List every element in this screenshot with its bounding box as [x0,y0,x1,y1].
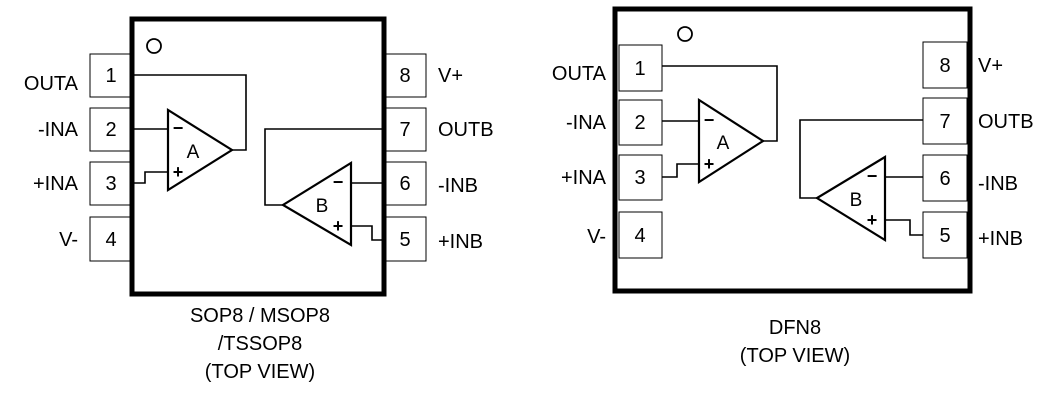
package-caption-line: DFN8 [769,317,821,339]
pin1-indicator-dot [146,38,162,54]
pin-box-5 [922,211,968,259]
pin-number: 6 [939,168,950,190]
pin-box-1 [618,44,663,92]
opamp-b-plus-sign: + [333,216,344,236]
opamp-a-label: A [187,142,200,163]
wire-ina-plus [132,171,168,184]
pin-box-6 [922,154,968,202]
pin-box-6 [383,161,427,206]
opamp-b-triangle [280,161,353,247]
package-body [612,6,973,294]
opamp-b-label: B [850,190,863,211]
package-caption-line: SOP8 / MSOP8 [190,305,330,327]
pin-label-v-minus: V- [59,229,78,251]
wire-outb [799,119,923,199]
pin-box-1 [89,53,133,98]
pin-number: 5 [399,229,410,251]
opamp-b-plus-sign: + [867,210,878,230]
pin-number: 4 [105,229,116,251]
package-caption-line: /TSSOP8 [218,333,302,355]
pin-label-inb-plus: +INB [978,228,1023,250]
pin-label-v-plus: V+ [438,65,463,87]
wire-outa [132,74,247,151]
opamp-a-triangle [166,108,235,192]
wire-inb-plus [885,219,923,236]
package-caption-line: (TOP VIEW) [740,345,850,367]
pin-number: 3 [634,167,645,189]
pin-number: 4 [634,225,645,247]
pin-label-inb-minus: -INB [978,173,1018,195]
pin-number: 3 [105,173,116,195]
pin-number: 7 [939,111,950,133]
pin-number: 2 [634,112,645,134]
opamp-a-minus-sign: − [704,110,715,130]
package-caption-line: (TOP VIEW) [205,361,315,383]
pin-label-ina-minus: -INA [566,112,607,134]
opamp-b-label: B [316,196,329,217]
pin-box-7 [922,97,968,145]
pin-box-2 [618,99,663,146]
opamp-a-plus-sign: + [704,154,715,174]
pin1-indicator-dot [677,26,693,42]
pin-box-2 [89,107,133,152]
wire-outb [264,128,384,206]
pin-number: 1 [634,58,645,80]
pin-number: 8 [939,55,950,77]
wire-inb-plus [351,225,384,241]
package-dfn8: 1 2 3 4 5 6 7 8 OUTA -INA +INA V- +INB -… [552,6,1034,367]
pin-box-8 [922,41,968,89]
opamp-a-label: A [717,133,730,154]
pin-box-4 [618,211,663,259]
opamp-b-minus-sign: − [867,166,878,186]
opamp-a-triangle [697,97,766,185]
pin-number: 5 [939,225,950,247]
pin-label-v-minus: V- [587,226,606,248]
pin-number: 6 [399,173,410,195]
package-sop8: 1 2 3 4 5 6 7 8 OUTA -INA +INA V- +INB -… [24,16,494,383]
pin-label-outb: OUTB [978,111,1034,133]
opamp-b-minus-sign: − [333,172,344,192]
opamp-a-plus-sign: + [173,162,184,182]
pin-label-inb-minus: -INB [438,175,478,197]
opamp-b-triangle [814,155,887,242]
pin-number: 7 [399,119,410,141]
wire-ina-plus [662,163,699,178]
pin-number: 1 [105,65,116,87]
pin-number: 8 [399,65,410,87]
package-body [129,16,387,297]
pin-label-outa: OUTA [24,73,79,95]
pin-box-8 [383,53,427,98]
pin-label-v-plus: V+ [978,55,1003,77]
wire-outa [662,65,778,142]
opamp-a-minus-sign: − [173,118,184,138]
pin-box-3 [89,161,133,206]
pin-label-outa: OUTA [552,63,607,85]
pin-label-ina-plus: +INA [561,167,607,189]
pin-label-ina-minus: -INA [38,119,79,141]
pin-label-outb: OUTB [438,119,494,141]
pin-label-ina-plus: +INA [33,173,79,195]
pin-label-inb-plus: +INB [438,231,483,253]
pin-number: 2 [105,119,116,141]
